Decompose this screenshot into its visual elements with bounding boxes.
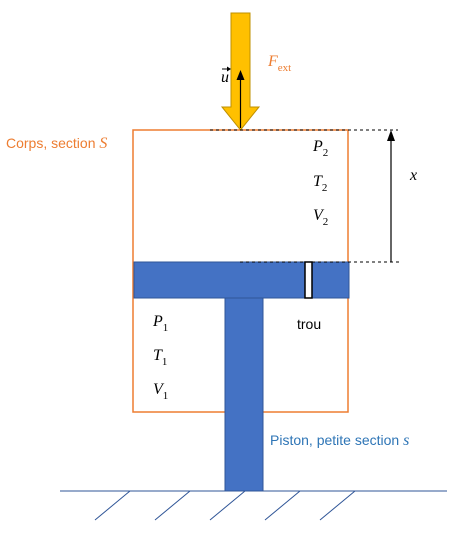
body-label: Corps, section S (6, 135, 107, 152)
displacement-label: x (409, 167, 417, 184)
ground (60, 490, 447, 521)
lower-chamber-variables: P1 T1 V1 (152, 313, 168, 402)
pressure-1-label: P1 (152, 313, 168, 334)
temperature-1-label: T1 (153, 347, 167, 368)
piston-head (133, 261, 350, 299)
unit-vector-label: u (221, 69, 229, 86)
piston-rod (224, 297, 264, 492)
displacement-arrow (387, 130, 395, 262)
volume-1-label: V1 (153, 381, 168, 402)
ground-hatching (94, 490, 356, 521)
upper-chamber-variables: P2 T2 V2 (312, 138, 328, 228)
force-label: Fext (267, 53, 291, 74)
temperature-2-label: T2 (313, 173, 327, 194)
hole-slot (304, 261, 313, 299)
volume-2-label: V2 (313, 207, 328, 228)
piston-label: Piston, petite section s (270, 432, 409, 449)
unit-vector-arrow (236, 70, 245, 128)
hole-label: trou (297, 316, 321, 332)
unit-vector-hat (222, 66, 231, 72)
pressure-2-label: P2 (312, 138, 328, 159)
